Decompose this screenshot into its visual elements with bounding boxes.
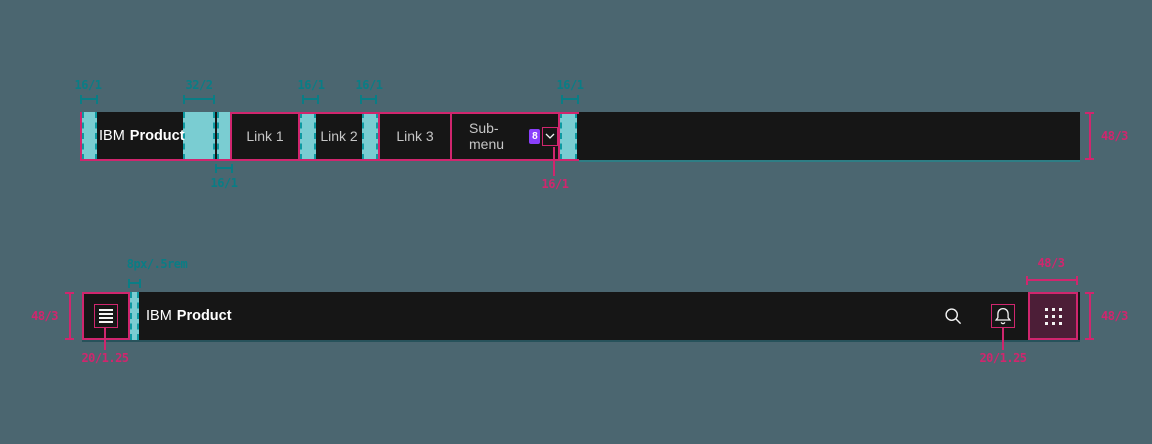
leader-bell-icon [1002,328,1004,350]
nav-link-label: Link 3 [396,128,434,144]
measure-bracket-height [1085,112,1094,160]
nav-submenu[interactable]: Sub-menu 8 [450,112,560,160]
measure-bracket [215,164,233,173]
submenu-count-badge: 8 [529,128,541,144]
nav-link-3[interactable]: Link 3 [378,112,450,160]
size-label-bell-icon: 20/1.25 [979,351,1027,365]
size-label-bar-height-right: 48/3 [1101,309,1128,323]
guide-baseline-teal [82,340,1080,342]
guide-nav-bottom [80,159,579,161]
measure-bracket-height [1085,292,1094,340]
measure-bracket [302,95,319,104]
app-switcher-button[interactable] [1028,292,1078,340]
size-label-bar-height: 48/3 [1101,129,1128,143]
icon-bounds-box [991,304,1015,328]
nav-link-label: Link 1 [246,128,284,144]
measure-bracket [561,95,579,104]
size-label-chevron: 16/1 [541,177,569,191]
leader-chevron [553,147,555,176]
chevron-down-icon[interactable] [545,133,555,139]
guide-left-edge [80,112,82,160]
measure-bracket [183,95,215,104]
nav-divider [215,112,217,160]
guide-baseline-teal [579,160,1080,162]
spacing-label-first-link-padding: 16/1 [210,176,238,190]
nav-link-label: Link 2 [320,128,358,144]
brand-product: Product [129,128,185,144]
submenu-label: Sub-menu [469,120,505,152]
chevron-bounds-box [542,126,558,146]
notification-icon[interactable] [993,306,1013,326]
size-label-bar-height-left: 48/3 [31,309,58,323]
search-icon[interactable] [943,306,963,326]
icon-bounds-box [94,304,118,328]
size-label-menu-icon: 20/1.25 [81,351,129,365]
spacing-label-link-gap-1: 16/1 [297,78,325,92]
measure-bracket-height [65,292,74,340]
brand-company: IBM [99,128,125,144]
leader-menu-icon [104,327,106,350]
measure-bracket [1026,276,1078,285]
spacing-overlay-left-padding [82,112,97,160]
menu-icon [99,308,113,324]
spacing-label-left-padding: 16/1 [74,78,102,92]
spacing-overlay-brand-gap-b [130,292,139,340]
spacing-label-brand-gap: 32/2 [185,78,213,92]
nav-link-2[interactable]: Link 2 [316,112,362,160]
guide-nav-top [230,112,579,114]
spacing-overlay-right-padding [560,112,577,160]
measure-bracket [80,95,98,104]
spacing-label-link-gap-2: 16/1 [355,78,383,92]
brand-product: Product [176,308,232,324]
measure-bracket [128,279,141,288]
brand-company: IBM [146,308,172,324]
spacing-overlay-link-gap-1 [300,112,316,160]
spacing-overlay-brand-gap [183,112,215,160]
spacing-label-right-padding: 16/1 [556,78,584,92]
size-label-switcher-width: 48/3 [1037,256,1065,270]
menu-button[interactable] [82,292,130,340]
app-switcher-icon [1044,307,1062,325]
spacing-label-brand-gap-b: 8px/.5rem [126,257,188,271]
spacing-overlay-link-gap-2 [362,112,378,160]
nav-link-1[interactable]: Link 1 [230,112,300,160]
measure-bracket [360,95,377,104]
